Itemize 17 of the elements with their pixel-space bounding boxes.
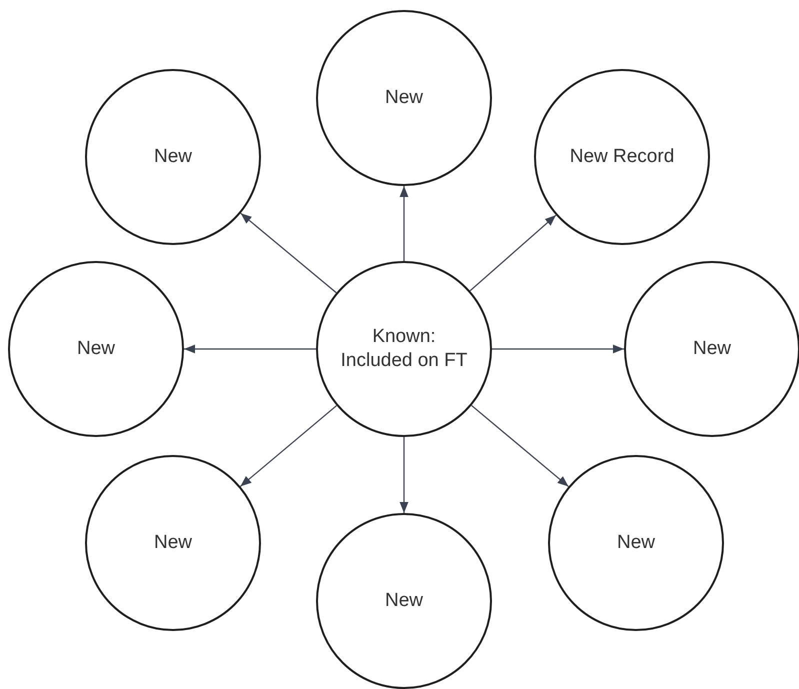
arrow: [471, 405, 569, 487]
node-label: New: [384, 86, 423, 110]
arrow: [240, 405, 337, 487]
arrow: [400, 186, 408, 261]
arrow: [400, 437, 408, 513]
node-label: New: [616, 531, 655, 555]
node-label: New: [384, 589, 423, 613]
arrow: [492, 344, 624, 354]
node-label: New: [154, 531, 192, 555]
arrow: [240, 212, 337, 294]
node-label: New: [692, 337, 731, 361]
node-label: New Record: [570, 145, 674, 169]
node-label: Known: Included on FT: [340, 325, 468, 373]
node-label: New: [154, 145, 192, 169]
node-label: New: [76, 337, 115, 361]
arrow: [470, 214, 556, 292]
arrow: [184, 344, 316, 354]
